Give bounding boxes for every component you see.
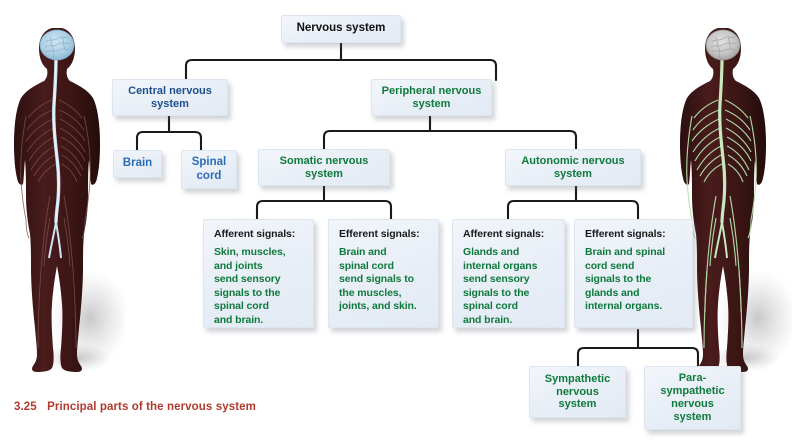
node-nervous-system-label: Nervous system <box>296 22 386 35</box>
detail-body: Brain and spinal cord send signals to th… <box>339 246 417 313</box>
node-parasympathetic-nervous-system[interactable]: Para- sympathetic nervous system <box>644 366 741 430</box>
detail-heading: Efferent signals: <box>585 228 666 240</box>
node-spinal-cord-label: Spinal cord <box>191 155 227 182</box>
detail-body: Glands and internal organs send sensory … <box>463 246 538 326</box>
detail-box-autonomic-efferent[interactable]: Efferent signals: Brain and spinal cord … <box>574 219 693 328</box>
detail-box-somatic-efferent[interactable]: Efferent signals: Brain and spinal cord … <box>328 219 439 328</box>
node-central-nervous-system-label: Central nervous system <box>128 84 212 110</box>
central-nervous-system-figure <box>6 18 126 388</box>
brain-highlight <box>39 29 75 61</box>
node-peripheral-nervous-system-label: Peripheral nervous system <box>381 84 482 110</box>
node-brain[interactable]: Brain <box>113 150 162 178</box>
node-spinal-cord[interactable]: Spinal cord <box>181 150 237 189</box>
node-nervous-system[interactable]: Nervous system <box>281 15 401 43</box>
node-central-nervous-system[interactable]: Central nervous system <box>112 79 228 116</box>
node-sympathetic-nervous-system-label: Sympathetic nervous system <box>544 372 611 411</box>
pns-body-illustration <box>680 28 792 372</box>
peripheral-nerve-branches <box>20 99 91 349</box>
brain <box>705 29 741 61</box>
node-somatic-nervous-system-label: Somatic nervous system <box>279 154 369 180</box>
figure-caption: 3.25 Principal parts of the nervous syst… <box>14 401 256 413</box>
spinal-cord <box>714 56 728 259</box>
detail-heading: Efferent signals: <box>339 228 420 240</box>
detail-box-somatic-afferent[interactable]: Afferent signals: Skin, muscles, and joi… <box>203 219 314 328</box>
node-autonomic-nervous-system-label: Autonomic nervous system <box>521 154 625 180</box>
spinal-cord-highlight <box>48 56 62 259</box>
cns-body-illustration <box>14 28 126 372</box>
node-peripheral-nervous-system[interactable]: Peripheral nervous system <box>371 79 492 116</box>
figure-caption-text: Principal parts of the nervous system <box>47 401 256 413</box>
peripheral-nervous-system-figure <box>672 18 792 388</box>
detail-body: Skin, muscles, and joints send sensory s… <box>214 246 286 326</box>
node-parasympathetic-nervous-system-label: Para- sympathetic nervous system <box>660 372 725 423</box>
node-somatic-nervous-system[interactable]: Somatic nervous system <box>258 149 390 186</box>
detail-body: Brain and spinal cord send signals to th… <box>585 246 666 313</box>
node-autonomic-nervous-system[interactable]: Autonomic nervous system <box>505 149 641 186</box>
detail-box-autonomic-afferent[interactable]: Afferent signals: Glands and internal or… <box>452 219 565 328</box>
detail-heading: Afferent signals: <box>214 228 296 240</box>
node-sympathetic-nervous-system[interactable]: Sympathetic nervous system <box>529 366 626 418</box>
node-brain-label: Brain <box>122 157 153 170</box>
figure-number: 3.25 <box>14 401 37 413</box>
detail-heading: Afferent signals: <box>463 228 545 240</box>
